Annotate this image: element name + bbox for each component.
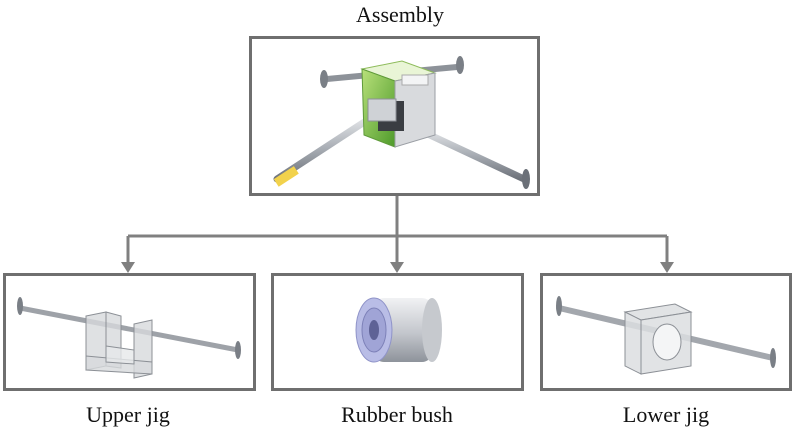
arrowhead-upper-jig [121,262,135,273]
assembly-illustration [273,56,530,189]
assembly-title: Assembly [356,2,444,27]
rubber-bush-illustration [355,297,442,363]
lower-jig-box [540,273,792,391]
rubber-bush-box [271,273,524,391]
assembly-box [249,36,540,196]
lower-jig-illustration [556,296,776,375]
upper-jig-label: Upper jig [86,402,170,427]
arrowhead-lower-jig [660,262,674,273]
lower-jig-label: Lower jig [622,402,710,427]
arrowhead-rubber-bush [390,262,404,273]
upper-jig-illustration [17,297,241,379]
rubber-bush-label: Rubber bush [341,402,453,427]
upper-jig-box [3,273,256,391]
